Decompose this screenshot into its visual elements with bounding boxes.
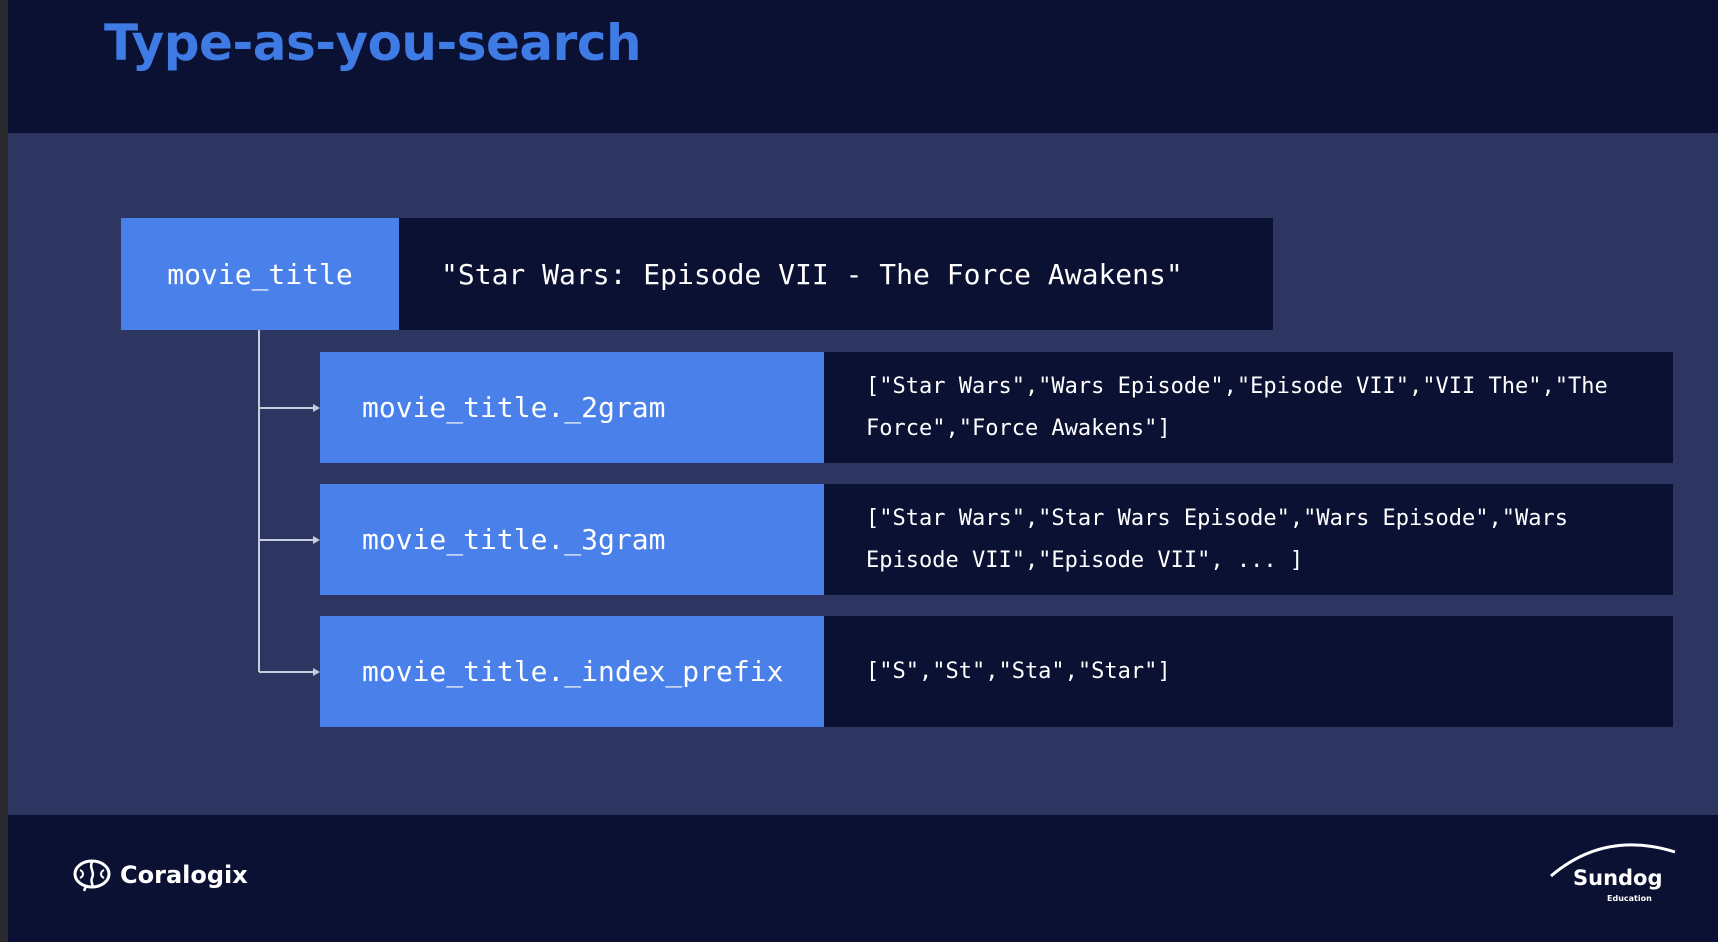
arrowhead-1 (313, 404, 320, 412)
tokens-text: ["Star Wars","Star Wars Episode","Wars E… (866, 505, 1568, 573)
arc-icon (1550, 843, 1676, 878)
arrowhead-2 (313, 536, 320, 544)
root-field-box: movie_title (121, 218, 399, 330)
root-value-text: "Star Wars: Episode VII - The Force Awak… (441, 257, 1183, 291)
tokens-box-index-prefix: ["S","St","Sta","Star"] (824, 616, 1673, 727)
subfield-box-3gram: movie_title._3gram (320, 484, 824, 595)
subfield-label: movie_title._2gram (362, 391, 666, 424)
tokens-box-2gram: ["Star Wars","Wars Episode","Episode VII… (824, 352, 1673, 463)
coralogix-wordmark: Coralogix (120, 861, 248, 889)
slide-edge (0, 0, 8, 942)
sundog-subtitle: Education (1607, 894, 1652, 903)
subfield-label: movie_title._index_prefix (362, 655, 784, 688)
subfield-label: movie_title._3gram (362, 523, 666, 556)
sundog-logo: Sundog Education (1545, 838, 1695, 928)
root-value-box: "Star Wars: Episode VII - The Force Awak… (399, 218, 1273, 330)
arrowhead-3 (313, 668, 320, 676)
tokens-text: ["S","St","Sta","Star"] (866, 658, 1171, 684)
root-field-label: movie_title (167, 257, 353, 291)
subfield-box-2gram: movie_title._2gram (320, 352, 824, 463)
tokens-box-3gram: ["Star Wars","Star Wars Episode","Wars E… (824, 484, 1673, 595)
slide-title: Type-as-you-search (104, 14, 642, 72)
subfield-box-index-prefix: movie_title._index_prefix (320, 616, 824, 727)
tokens-text: ["Star Wars","Wars Episode","Episode VII… (866, 373, 1608, 441)
coralogix-logo: Coralogix (72, 858, 248, 892)
brain-icon (73, 859, 111, 892)
sundog-wordmark: Sundog (1573, 866, 1663, 890)
